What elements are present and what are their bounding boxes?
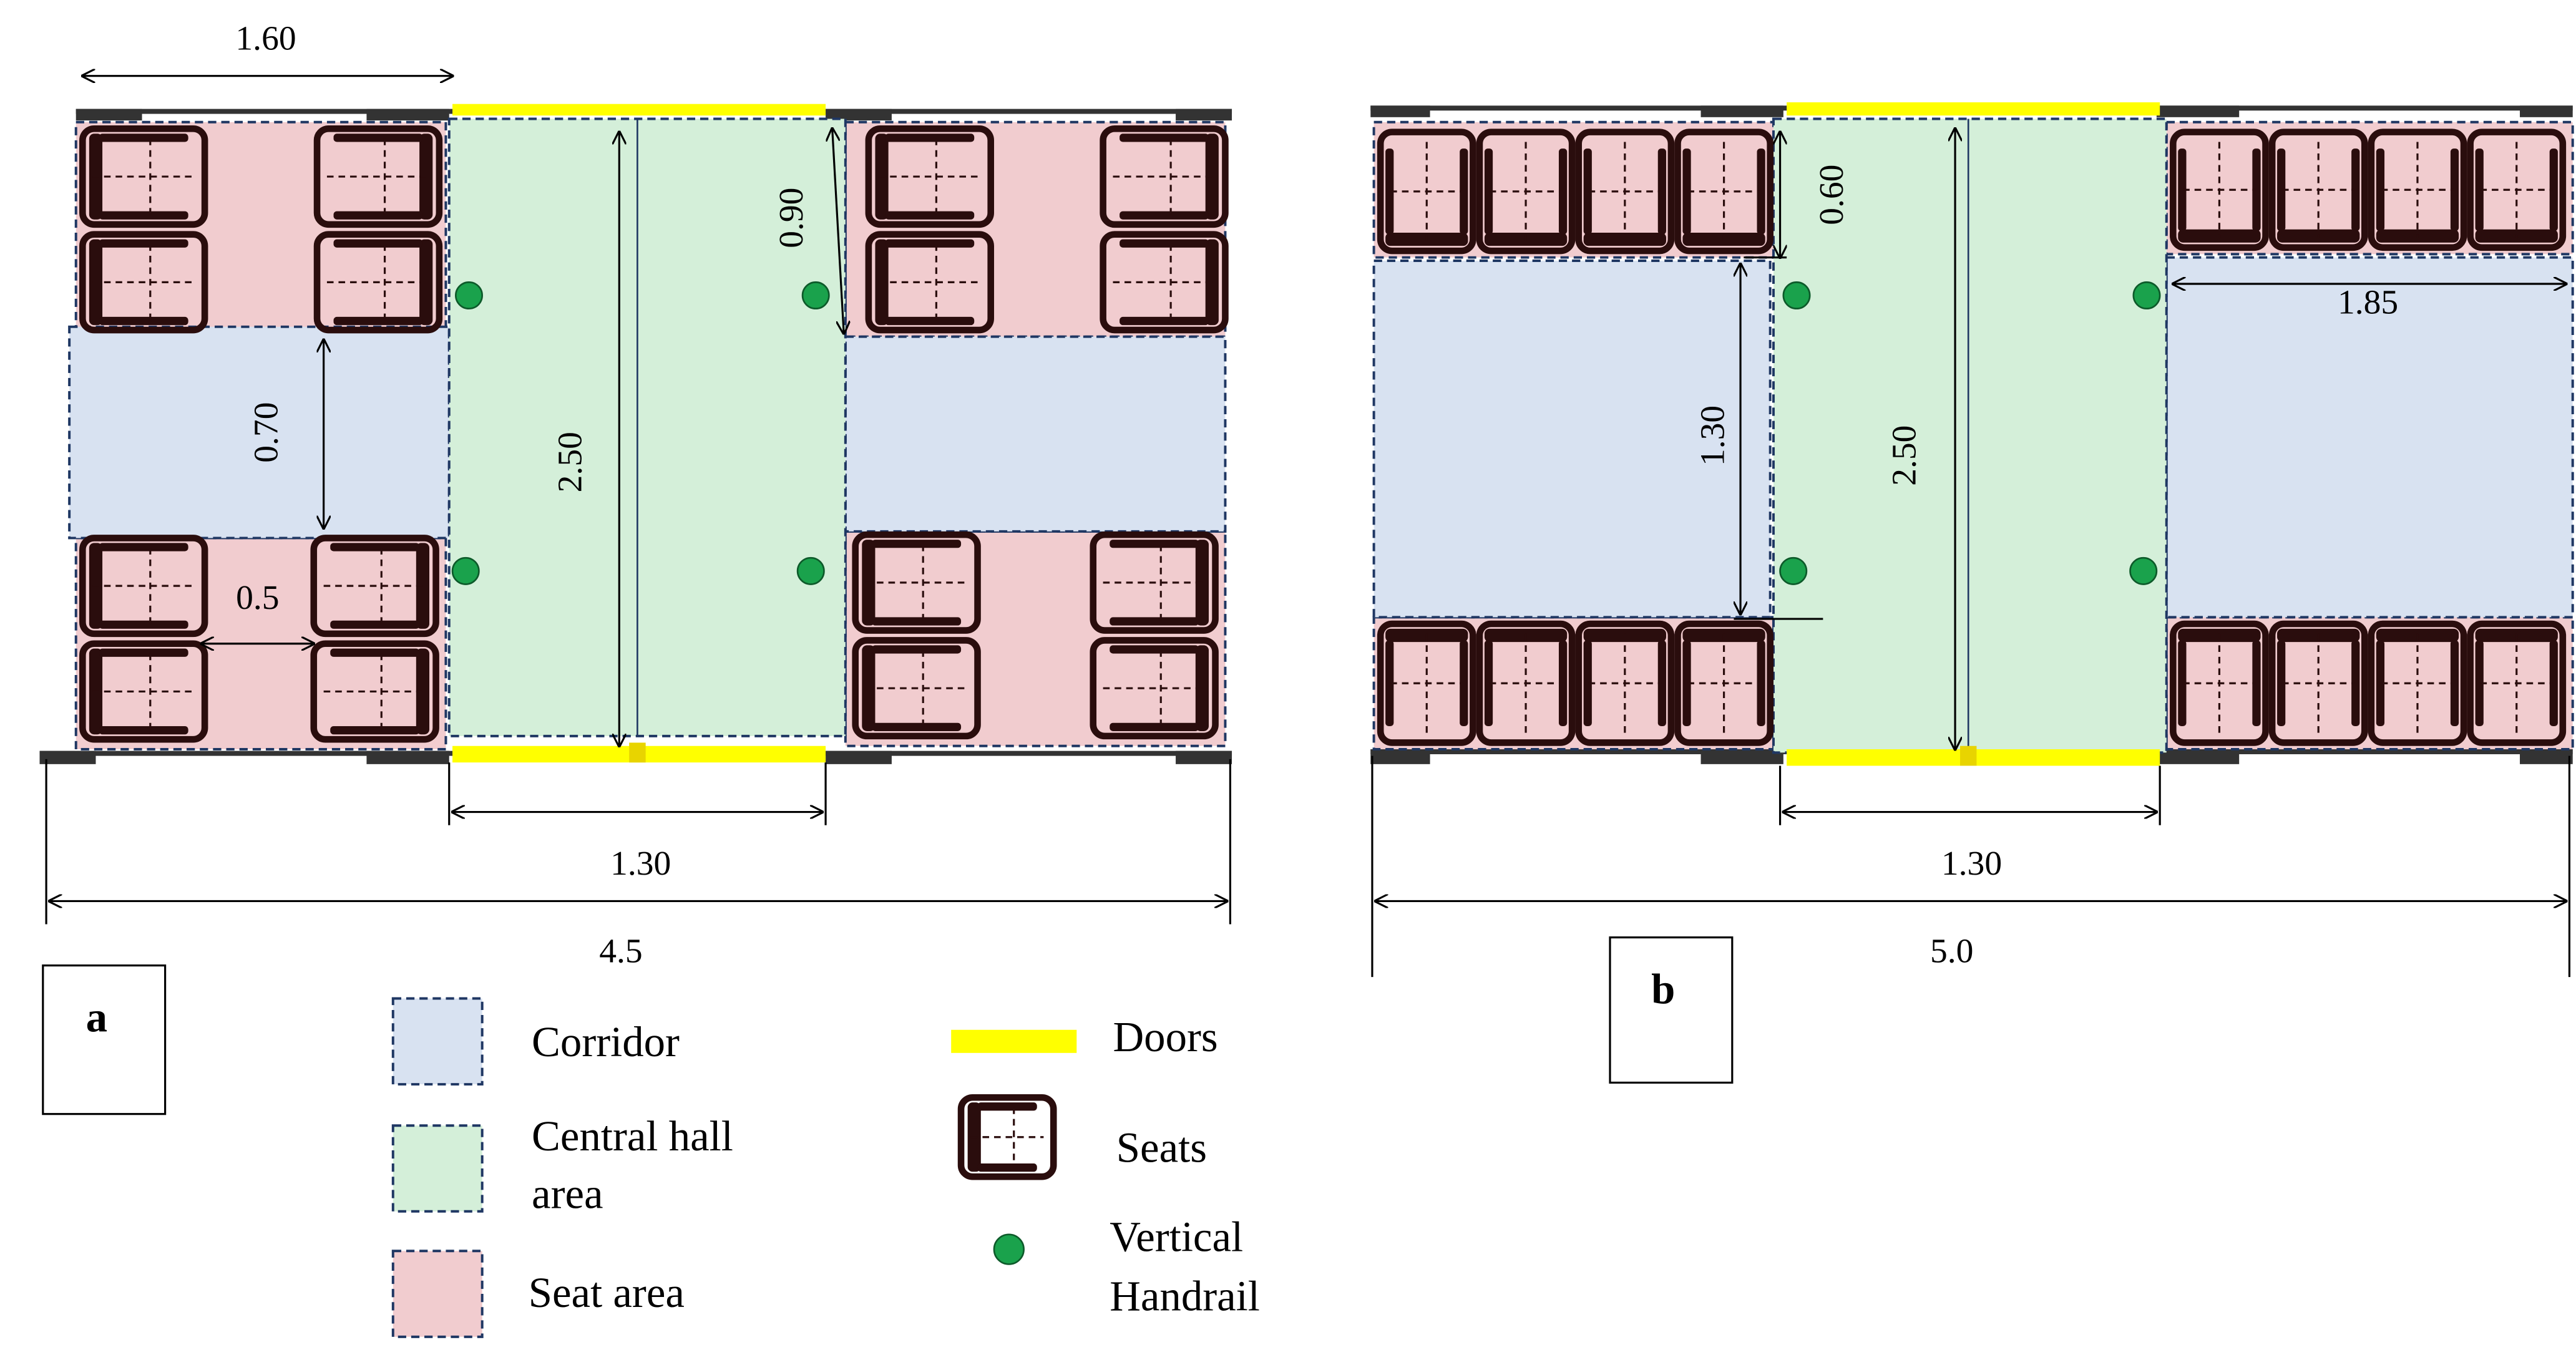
dim-total-length: 5.0 <box>1930 931 1973 970</box>
legend-seat-area-label: Seat area <box>529 1269 685 1316</box>
central-hall-area <box>1772 117 2168 754</box>
dim-door-width: 1.30 <box>1941 844 2002 883</box>
dim-seat-gap: 0.5 <box>236 578 279 617</box>
panel-a-corridors <box>68 325 1227 540</box>
dim-corridor-height: 0.70 <box>247 402 286 463</box>
seat-icon <box>852 637 981 740</box>
corridor-area <box>844 335 1227 533</box>
dim-hall-depth: 2.50 <box>550 432 589 492</box>
legend-seat-area-swatch <box>391 1250 484 1338</box>
seat-icon <box>1674 620 1773 746</box>
seat-icon <box>852 531 981 634</box>
legend-corridor-label: Corridor <box>532 1018 680 1066</box>
seat-icon <box>957 1094 1057 1180</box>
legend-handrail-icon <box>993 1233 1025 1265</box>
seat-icon <box>79 640 208 743</box>
legend-central-hall-label-2: area <box>532 1170 603 1217</box>
seat-icon <box>1100 231 1229 334</box>
dim-seat-block-width: 1.60 <box>235 19 296 57</box>
corridor-area <box>1372 260 1772 619</box>
vertical-handrail <box>2129 556 2158 585</box>
legend-doors-label: Doors <box>1113 1013 1218 1061</box>
panel-b: 0.60 1.30 2.50 1.85 1.30 5.0 b <box>1370 102 2574 1084</box>
dim-corridor-height: 1.30 <box>1694 405 1732 466</box>
panel-b-corridors <box>1372 256 2574 619</box>
panel-a-handrails <box>451 281 830 585</box>
seat-area <box>844 120 1227 338</box>
vertical-handrail <box>2132 281 2161 310</box>
door <box>452 104 826 116</box>
seat-icon <box>79 125 208 228</box>
panel-b-dimension-labels: 0.60 1.30 2.50 1.85 1.30 5.0 <box>1694 165 2399 971</box>
corridor-area <box>68 325 451 540</box>
dim-hall-depth: 2.50 <box>1885 425 1924 486</box>
seat-icon <box>2268 129 2368 251</box>
seat-icon <box>1100 125 1229 228</box>
panel-a-dimensions <box>45 76 1231 925</box>
seat-icon <box>1090 637 1219 740</box>
door <box>1787 102 2160 116</box>
seat-icon <box>2170 129 2269 251</box>
legend-seats-label: Seats <box>1116 1124 1207 1171</box>
vertical-handrail <box>801 281 830 310</box>
seat-icon <box>310 640 439 743</box>
dim-seat-row-depth: 0.60 <box>1812 165 1851 225</box>
panel-a-dimension-labels: 1.60 0.90 0.70 0.5 2.50 1.30 4.5 <box>235 19 811 970</box>
seat-icon <box>2170 620 2269 746</box>
dim-total-length: 4.5 <box>599 931 642 970</box>
panel-label: b <box>1651 965 1675 1012</box>
dim-door-clearance: 0.90 <box>772 188 811 248</box>
panel-b-seats <box>1377 129 2567 746</box>
panel-a-seats <box>79 125 1229 743</box>
corridor-area <box>2165 256 2574 619</box>
seat-icon <box>1476 620 1576 746</box>
vertical-handrail <box>455 281 483 310</box>
seat-icon <box>2368 620 2467 746</box>
seat-icon <box>1377 129 1476 255</box>
legend: Corridor Central hall area Seat area Doo… <box>391 997 1260 1338</box>
central-hall-area <box>447 117 847 737</box>
legend-handrail-label: Vertical <box>1110 1213 1243 1260</box>
panel-b-handrails <box>1779 281 2161 585</box>
vertical-handrail <box>451 556 480 585</box>
vertical-handrail <box>1779 556 1808 585</box>
legend-handrail-label-2: Handrail <box>1110 1273 1260 1320</box>
door-divider <box>1959 745 1977 766</box>
seat-icon <box>2368 129 2467 251</box>
seat-icon <box>2467 129 2567 251</box>
seat-icon <box>313 125 443 228</box>
seat-icon <box>1674 129 1773 255</box>
seat-icon <box>79 535 208 638</box>
legend-central-hall-swatch <box>391 1124 484 1213</box>
seat-icon <box>1090 531 1219 634</box>
seat-icon <box>79 231 208 334</box>
panel-b-dimensions <box>1371 129 2571 978</box>
vertical-handrail <box>796 556 825 585</box>
legend-corridor-swatch <box>391 997 484 1086</box>
panel-label: a <box>86 993 107 1041</box>
seat-icon <box>1377 620 1476 746</box>
seat-icon <box>865 231 994 334</box>
legend-doors-swatch <box>951 1029 1077 1053</box>
legend-seat-icon <box>957 1094 1057 1180</box>
vertical-handrail <box>1782 281 1811 310</box>
panel-label-box <box>42 964 167 1115</box>
seat-icon <box>1575 620 1675 746</box>
door-divider <box>629 742 646 763</box>
seat-icon <box>2268 620 2368 746</box>
dim-corridor-width: 1.85 <box>2338 283 2398 322</box>
seat-icon <box>865 125 994 228</box>
seat-icon <box>1476 129 1576 255</box>
panel-label-box <box>1609 936 1734 1084</box>
panel-a: 1.60 0.90 0.70 0.5 2.50 1.30 4.5 a <box>39 19 1232 1115</box>
seat-icon <box>2467 620 2567 746</box>
seat-icon <box>310 535 439 638</box>
seat-icon <box>1575 129 1675 255</box>
dim-door-width: 1.30 <box>610 844 671 883</box>
legend-central-hall-label: Central hall <box>532 1112 733 1160</box>
seat-icon <box>313 231 443 334</box>
